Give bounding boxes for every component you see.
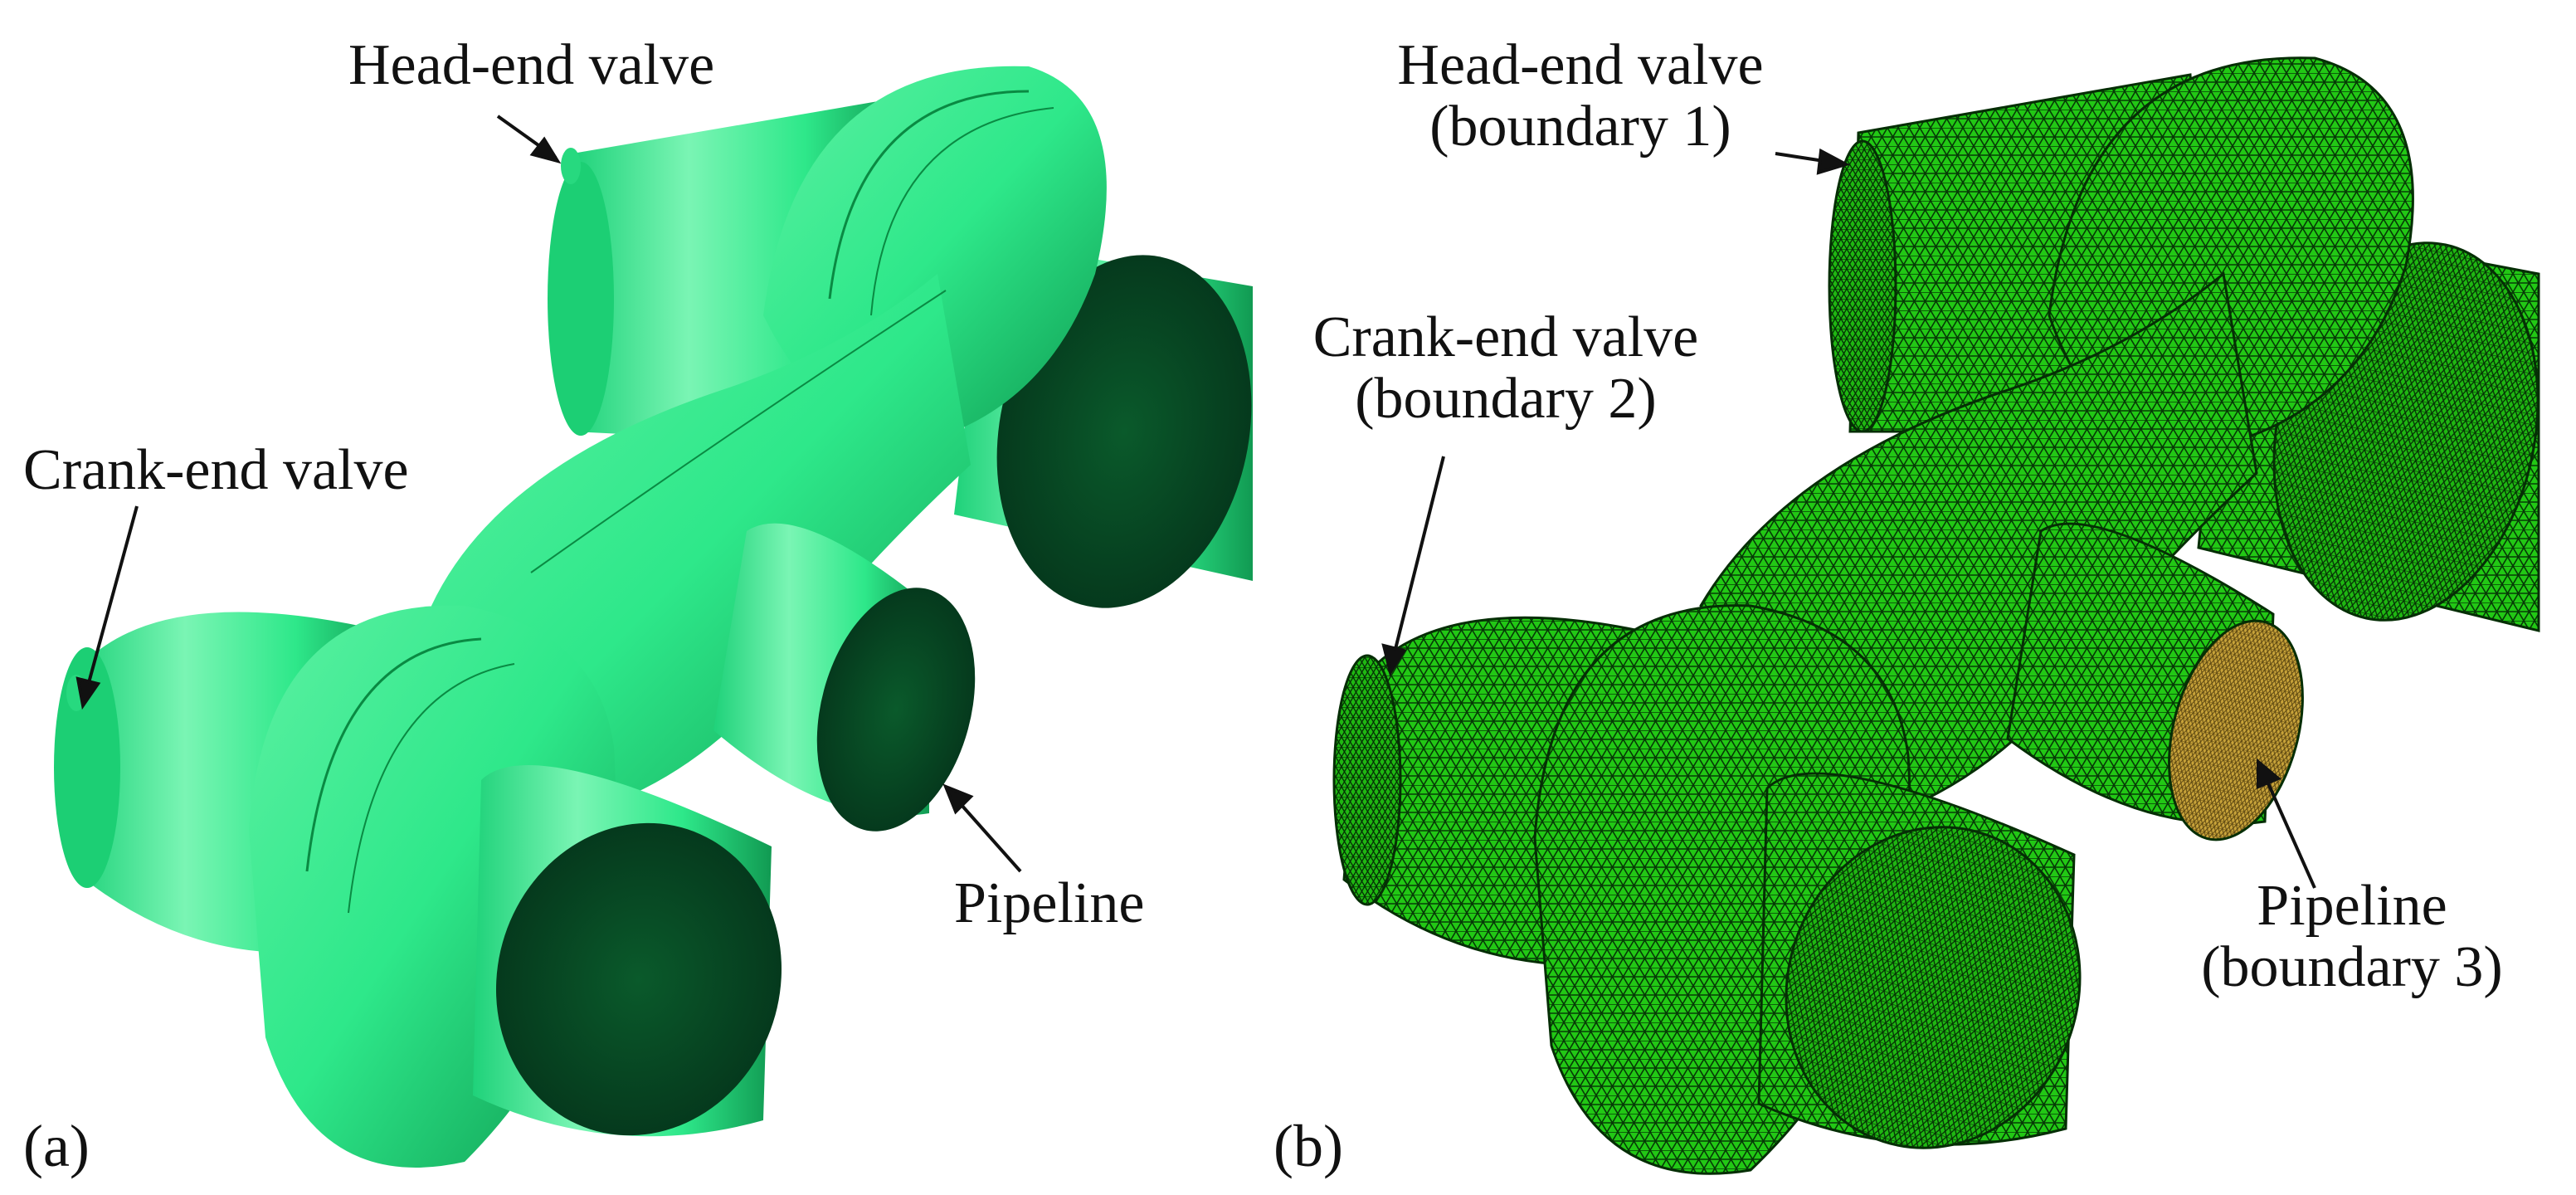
solid-cylinder-pipeline xyxy=(713,523,976,832)
label-pipeline-b-title: Pipeline xyxy=(2257,874,2447,938)
label-head-end-valve-a: Head-end valve xyxy=(348,33,715,97)
solid-cylinder-front-lower xyxy=(473,765,782,1137)
label-pipeline-a: Pipeline xyxy=(954,871,1145,935)
label-head-end-valve-b-boundary: (boundary 1) xyxy=(1429,95,1731,159)
label-crank-end-valve-a: Crank-end valve xyxy=(23,438,409,502)
panel-letter-b: (b) xyxy=(1273,1113,1343,1179)
label-crank-end-valve-b: Crank-end valve (boundary 2) xyxy=(1307,307,1705,430)
label-pipeline-b: Pipeline (boundary 3) xyxy=(2157,876,2547,998)
mesh-model xyxy=(1332,56,2540,1175)
arrow-crank-end-b xyxy=(1392,456,1445,656)
label-crank-end-valve-b-boundary: (boundary 2) xyxy=(1355,367,1657,431)
arrow-pipeline-b xyxy=(2263,775,2316,889)
arrows-panel-b xyxy=(1381,148,2316,889)
solid-model xyxy=(54,66,1253,1168)
panel-letter-a: (a) xyxy=(23,1113,90,1179)
label-head-end-valve-b: Head-end valve (boundary 1) xyxy=(1381,35,1780,158)
arrow-crank-end-a xyxy=(85,505,139,690)
arrows-panel-a xyxy=(75,115,1022,873)
arrow-pipeline-a xyxy=(952,795,1022,873)
label-head-end-valve-b-title: Head-end valve xyxy=(1397,33,1764,97)
label-pipeline-b-boundary: (boundary 3) xyxy=(2201,935,2503,999)
label-crank-end-valve-b-title: Crank-end valve xyxy=(1312,305,1699,369)
